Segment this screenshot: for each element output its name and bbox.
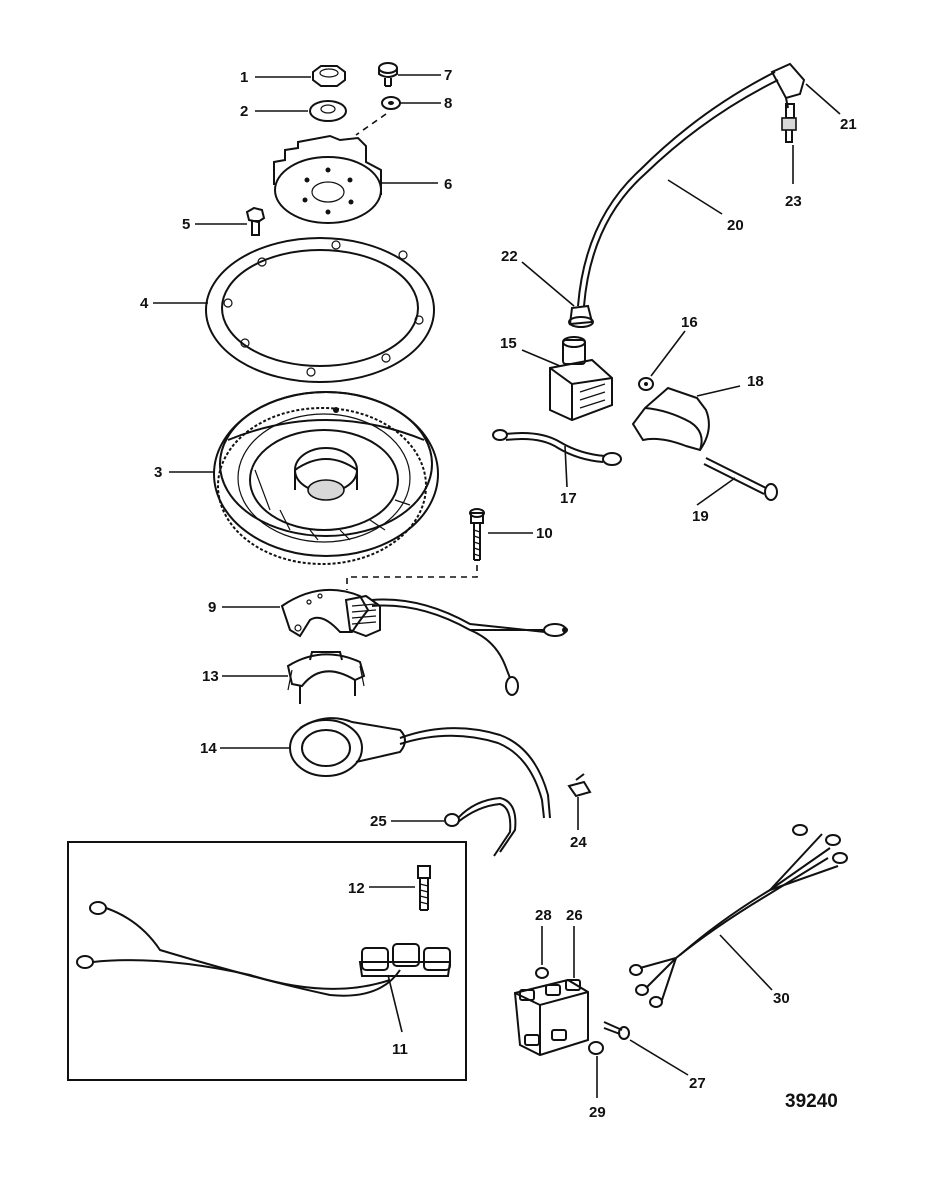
callout-labels: 1 2 3 4 5 6 7 8 9 10 11 12 13 14 15 16 1… bbox=[140, 67, 857, 1121]
part-20-ht-lead bbox=[577, 71, 779, 307]
part-16-nut bbox=[638, 377, 654, 391]
callout-12: 12 bbox=[348, 880, 365, 897]
part-28-nut bbox=[535, 967, 549, 979]
part-15-switch-box bbox=[549, 336, 613, 422]
callout-26: 26 bbox=[566, 907, 583, 924]
part-2-washer bbox=[309, 100, 347, 122]
part-9-stator bbox=[280, 588, 568, 696]
callout-6: 6 bbox=[444, 176, 452, 193]
callout-19: 19 bbox=[692, 508, 709, 525]
part-18-cover bbox=[631, 386, 710, 452]
callout-17: 17 bbox=[560, 490, 577, 507]
callout-25: 25 bbox=[370, 813, 387, 830]
callout-29: 29 bbox=[589, 1104, 606, 1121]
inset-frame bbox=[67, 841, 467, 1081]
part-24-clip bbox=[567, 773, 592, 798]
callout-11: 11 bbox=[392, 1041, 408, 1058]
part-12-screw bbox=[417, 865, 431, 911]
part-22-boot bbox=[568, 304, 594, 328]
figure-reference-number: 39240 bbox=[785, 1091, 838, 1112]
part-13-retainer bbox=[286, 651, 366, 704]
part-21-plug-cap bbox=[770, 62, 806, 109]
part-29-nut bbox=[588, 1041, 604, 1055]
part-25-lead bbox=[444, 796, 517, 857]
part-10-bolt bbox=[469, 508, 485, 561]
callout-13: 13 bbox=[202, 668, 219, 685]
callout-24: 24 bbox=[570, 834, 587, 851]
callout-22: 22 bbox=[501, 248, 518, 265]
part-17-ground-lead bbox=[492, 429, 622, 466]
callout-30: 30 bbox=[773, 990, 790, 1007]
callout-4: 4 bbox=[140, 295, 149, 312]
callout-1: 1 bbox=[240, 69, 248, 86]
part-30-harness bbox=[629, 824, 848, 1008]
callout-9: 9 bbox=[208, 599, 216, 616]
callout-10: 10 bbox=[536, 525, 553, 542]
callout-28: 28 bbox=[535, 907, 552, 924]
part-10-leader-dashed bbox=[346, 565, 478, 590]
part-19-bolt bbox=[703, 457, 778, 501]
callout-5: 5 bbox=[182, 216, 190, 233]
callout-2: 2 bbox=[240, 103, 248, 120]
callout-14: 14 bbox=[200, 740, 217, 757]
part-4-ring-gear bbox=[205, 237, 435, 383]
part-8-leader-dashed bbox=[355, 113, 387, 136]
callout-21: 21 bbox=[840, 116, 857, 133]
part-7-screw bbox=[378, 62, 398, 87]
callout-27: 27 bbox=[689, 1075, 706, 1092]
part-23-spark-plug bbox=[781, 103, 797, 143]
part-27-screw bbox=[603, 1021, 630, 1040]
callout-15: 15 bbox=[500, 335, 517, 352]
part-8-lock-washer bbox=[381, 96, 401, 110]
part-26-terminal-block bbox=[513, 978, 589, 1057]
callout-23: 23 bbox=[785, 193, 802, 210]
callout-3: 3 bbox=[154, 464, 162, 481]
part-5-bolt bbox=[245, 206, 266, 236]
callout-16: 16 bbox=[681, 314, 698, 331]
callout-8: 8 bbox=[444, 95, 452, 112]
callout-18: 18 bbox=[747, 373, 764, 390]
callout-7: 7 bbox=[444, 67, 452, 84]
leader-lines bbox=[153, 74, 841, 1098]
part-1-hex-nut bbox=[312, 65, 346, 87]
callout-20: 20 bbox=[727, 217, 744, 234]
part-11-coil-assembly bbox=[76, 901, 452, 997]
part-3-flywheel bbox=[213, 391, 439, 565]
part-6-hub bbox=[273, 134, 382, 224]
part-14-coil bbox=[289, 717, 551, 819]
